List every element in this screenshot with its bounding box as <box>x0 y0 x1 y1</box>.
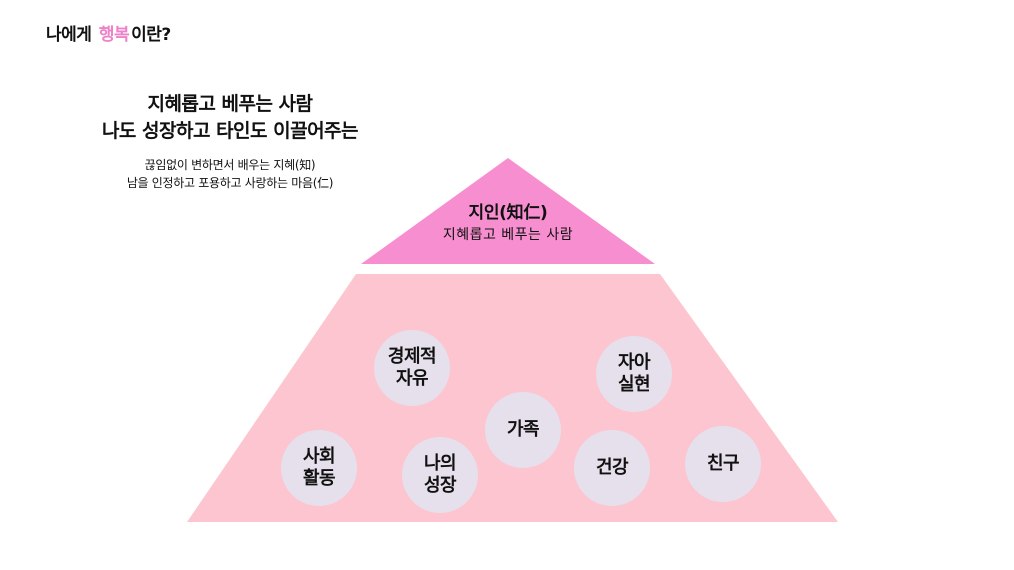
circle-label-line2: 자유 <box>395 368 429 389</box>
title-highlight: 행복 <box>98 25 130 45</box>
circle-label-line2: 활동 <box>302 468 336 489</box>
circle-label-line1: 나의 <box>423 453 457 474</box>
heading-line-1: 지혜롭고 베푸는 사람 <box>147 93 313 115</box>
pyramid-top-triangle <box>361 158 655 264</box>
heading-line-2: 나도 성장하고 타인도 이끌어주는 <box>101 120 359 142</box>
title-suffix: 이란? <box>131 25 171 45</box>
circle-label-line1: 자아 <box>617 352 651 373</box>
circle-label-line1: 경제적 <box>387 346 437 367</box>
description-line-2: 남을 인정하고 포용하고 사랑하는 마음(仁) <box>126 176 334 190</box>
circle-label-line1: 사회 <box>302 446 336 467</box>
circle-friends: 친구 <box>685 426 761 502</box>
circle-health: 건강 <box>574 430 650 506</box>
circle-label-line1: 건강 <box>595 457 629 478</box>
circle-label-line2: 성장 <box>423 475 457 496</box>
circle-label-line2: 실현 <box>617 374 651 395</box>
title-prefix: 나에게 <box>46 25 92 45</box>
pyramid-top-title: 지인(知仁) <box>468 203 548 223</box>
circle-family: 가족 <box>485 392 561 468</box>
pyramid-top-subtitle: 지혜롭고 베푸는 사람 <box>442 227 574 243</box>
circle-label-line1: 가족 <box>506 419 540 440</box>
circle-label-line1: 친구 <box>706 453 740 474</box>
description-line-1: 끊임없이 변하면서 배우는 지혜(知) <box>144 158 316 172</box>
